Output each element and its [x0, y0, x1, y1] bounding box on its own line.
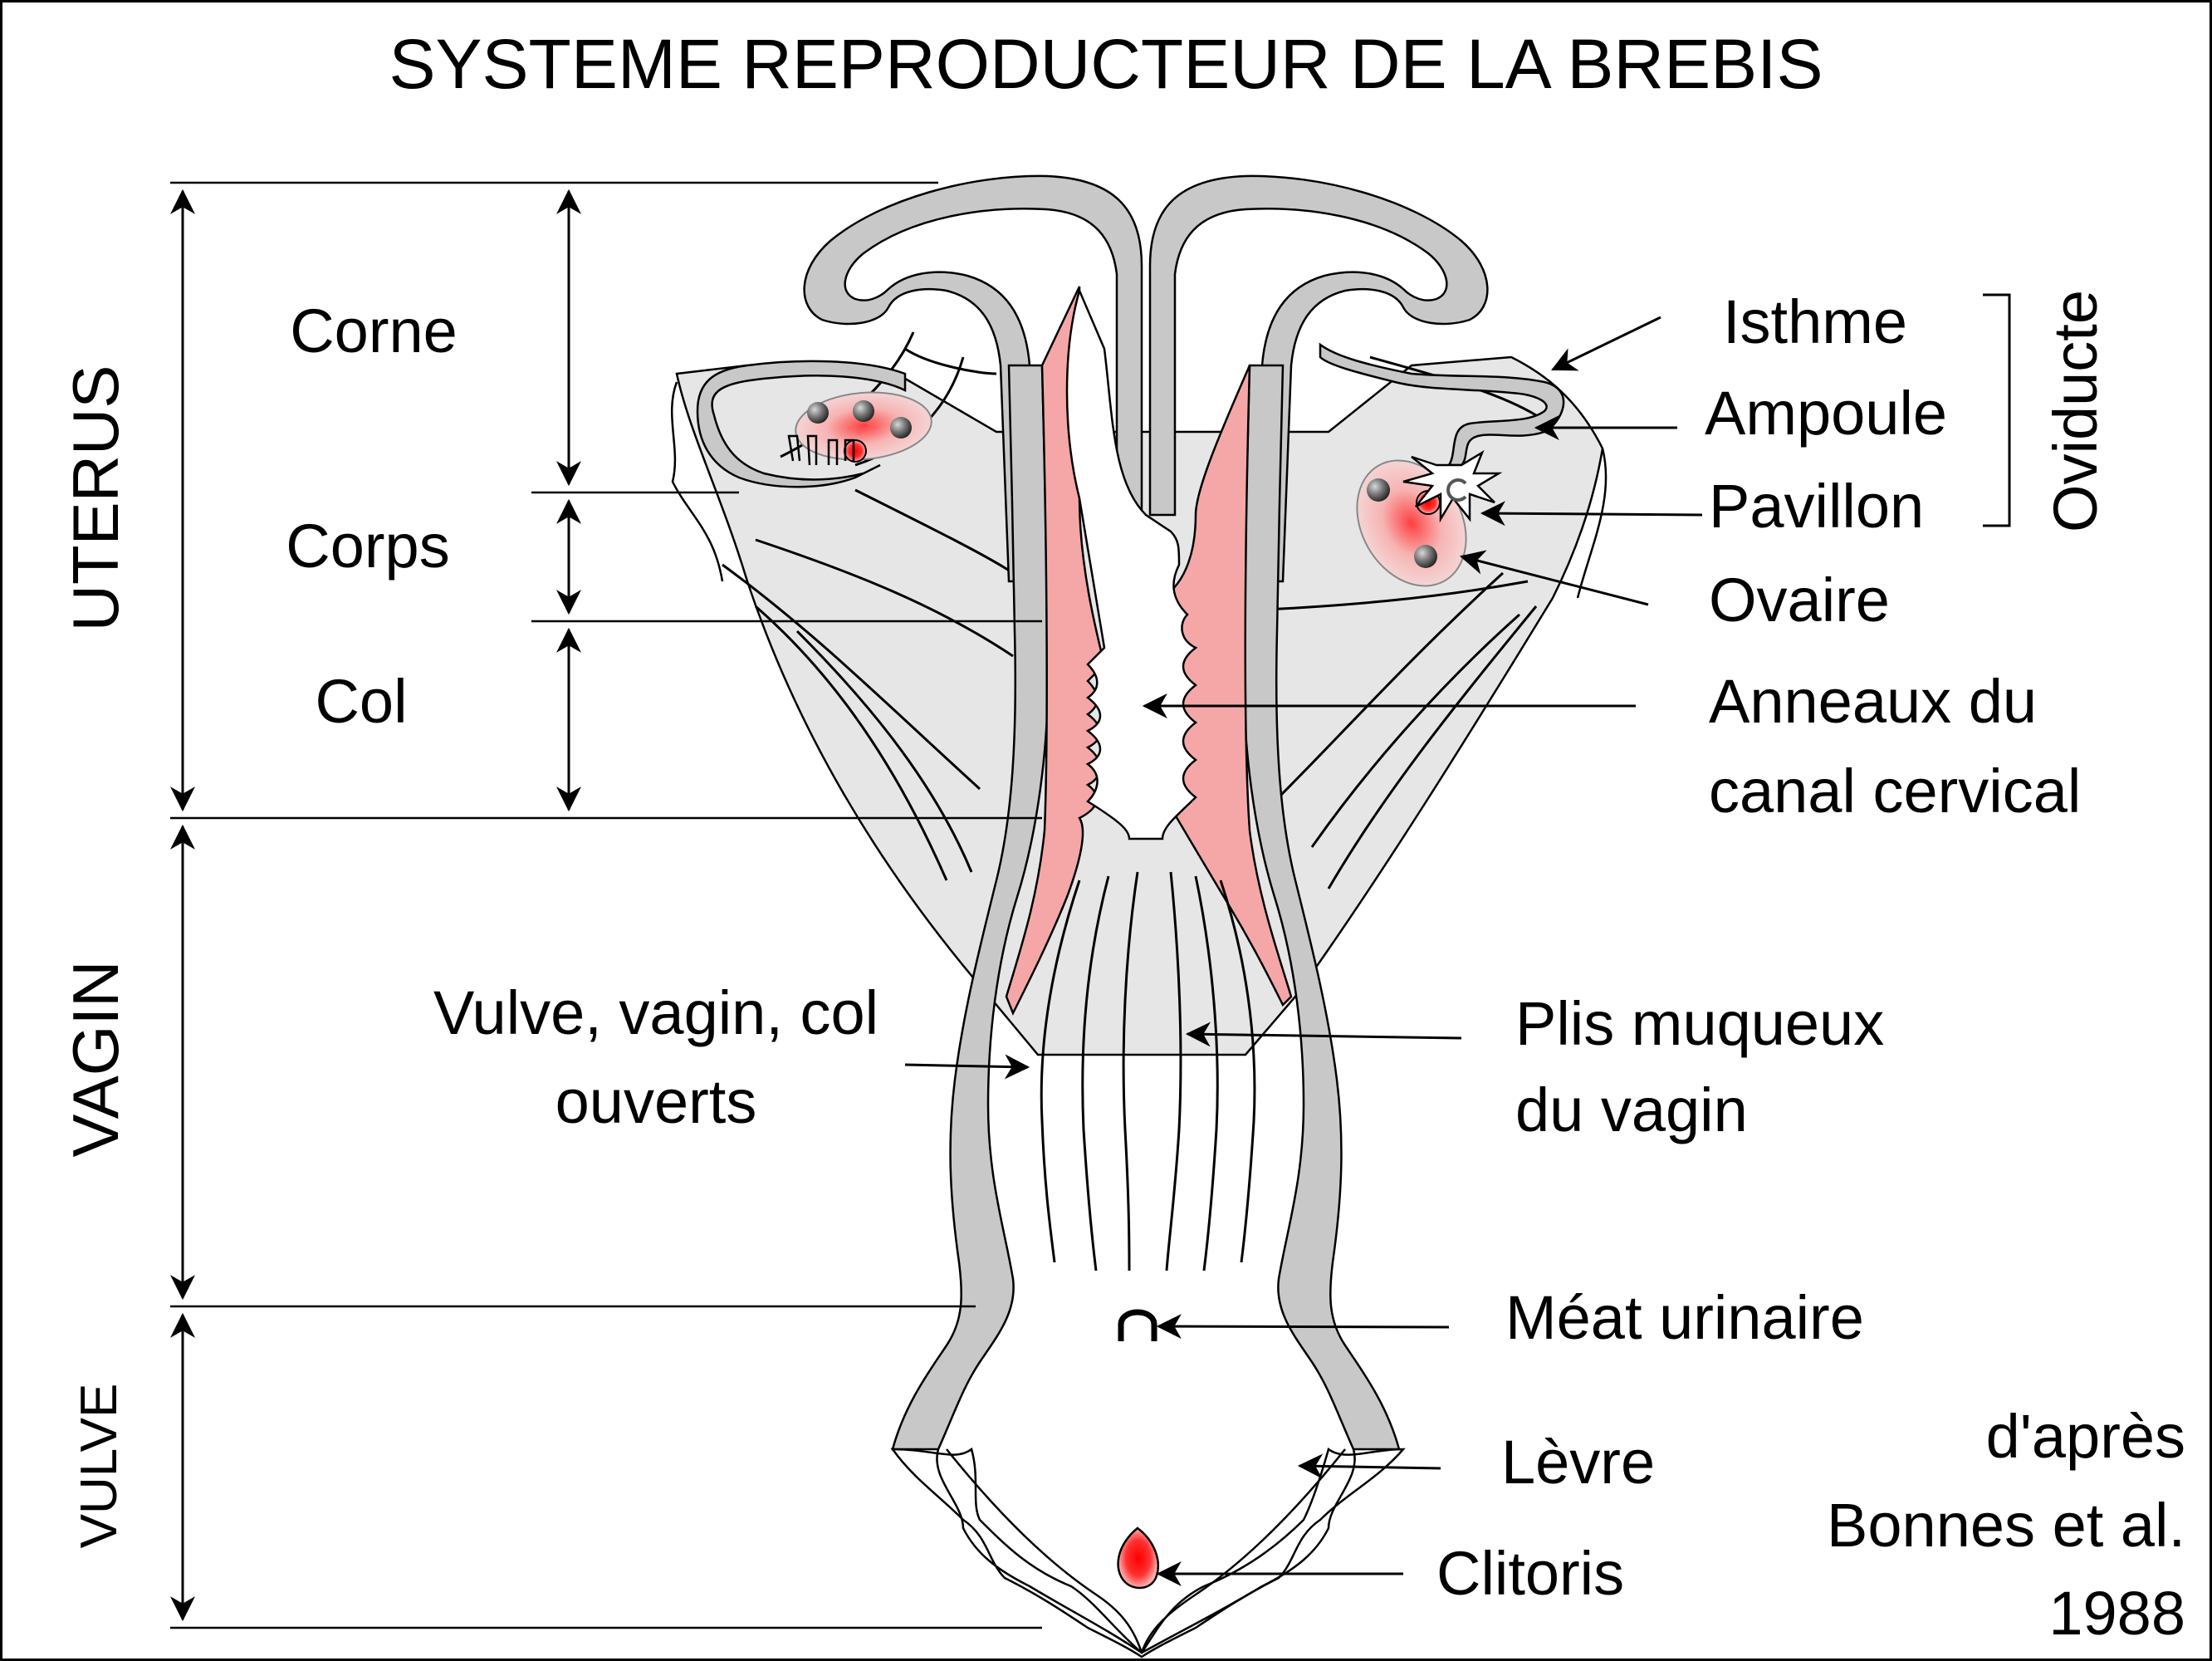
region-uterus: UTERUS: [59, 365, 132, 632]
label-vulve-vagin-1: Vulve, vagin, col: [433, 978, 878, 1047]
ligament-edge-right: [1576, 448, 1608, 599]
label-isthme: Isthme: [1723, 287, 1907, 356]
vaginal-folds: [1040, 871, 1256, 1271]
label-corne: Corne: [290, 296, 458, 365]
label-levre: Lèvre: [1501, 1428, 1655, 1497]
clitoris-shape: [1117, 1526, 1160, 1590]
urinary-meatus-icon: [1118, 1309, 1157, 1341]
follicle-icon: [1414, 545, 1437, 568]
label-corps: Corps: [286, 512, 449, 581]
label-meat: Méat urinaire: [1505, 1283, 1864, 1352]
follicle-icon: [807, 402, 829, 424]
vulva-fold-left: [946, 1448, 1143, 1654]
label-plis-1: Plis muqueux: [1515, 989, 1884, 1058]
measure-guides: [170, 181, 1042, 1629]
left-oviduct: [696, 360, 907, 488]
label-anneaux-1: Anneaux du: [1709, 667, 2037, 736]
follicle-icon: [890, 417, 912, 439]
label-pavillon: Pavillon: [1709, 472, 1924, 541]
label-ovaire: Ovaire: [1709, 566, 1890, 635]
oviducte-bracket: [1983, 293, 2011, 527]
credit-line-2: Bonnes et al.: [1827, 1491, 2185, 1560]
label-clitoris: Clitoris: [1436, 1539, 1624, 1608]
ligament-fibers-right: [1245, 355, 1538, 889]
follicle-icon: [853, 400, 874, 422]
region-vulve: VULVE: [71, 1384, 128, 1549]
left-fimbriae: [787, 434, 855, 466]
vulva-outer-left: [936, 1448, 1143, 1654]
vulva-outer-right: [1141, 1448, 1356, 1654]
label-vulve-vagin-2: ouverts: [555, 1067, 757, 1136]
vulva-fold-right: [1140, 1448, 1346, 1654]
label-oviducte: Oviducte: [2041, 290, 2110, 532]
uterine-mucosa-left: [1005, 286, 1106, 1017]
diagram-title: SYSTEME REPRODUCTEUR DE LA BREBIS: [389, 25, 1823, 103]
ligament-edge-left: [671, 381, 724, 582]
pointer-arrows: [904, 316, 1703, 1586]
credit-line-1: d'après: [1986, 1402, 2185, 1471]
label-plis-2: du vagin: [1515, 1075, 1748, 1144]
pavillon-opening-icon: [1446, 478, 1467, 502]
region-vagin: VAGIN: [59, 961, 132, 1158]
follicle-icon: [1367, 478, 1390, 502]
label-anneaux-2: canal cervical: [1709, 757, 2081, 826]
measure-arrows: [170, 189, 581, 1622]
right-pavillon: [1402, 450, 1503, 523]
label-col: Col: [315, 667, 407, 736]
corpus-luteum-icon: [844, 439, 867, 463]
label-ampoule: Ampoule: [1705, 379, 1947, 448]
credit-line-3: 1988: [2048, 1579, 2185, 1648]
